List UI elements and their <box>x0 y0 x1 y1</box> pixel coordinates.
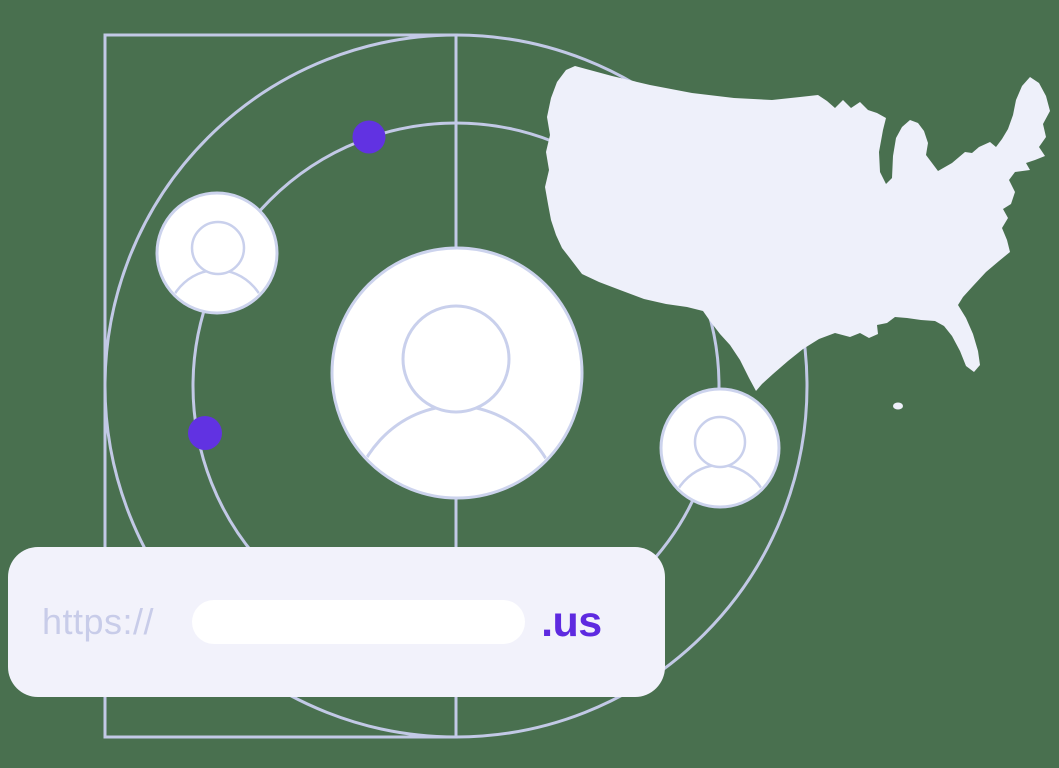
orbit-dot-left-icon <box>188 416 222 450</box>
avatar-head-icon <box>693 415 747 469</box>
user-avatar-small-left <box>155 191 279 315</box>
usa-map-icon <box>545 66 1050 391</box>
map-island-icon <box>893 402 903 410</box>
url-bar: https:// .us <box>8 547 665 697</box>
protocol-label: https:// <box>42 601 155 642</box>
user-avatar-large <box>330 246 584 500</box>
tld-label: .us <box>541 597 602 646</box>
orbit-dot-top-icon <box>352 120 386 154</box>
user-avatar-small-right <box>659 387 781 509</box>
domain-input[interactable] <box>192 600 526 644</box>
avatar-head-icon <box>190 220 246 276</box>
outer-orbit-circle <box>103 33 809 739</box>
avatar-head-icon <box>401 304 511 414</box>
